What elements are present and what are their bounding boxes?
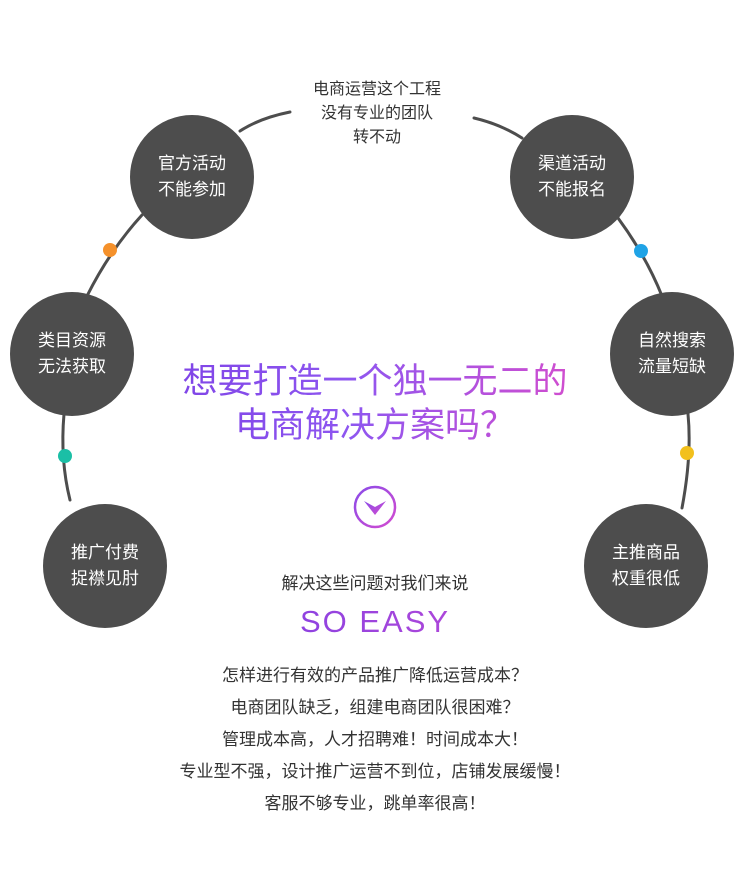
problem-item: 管理成本高，人才招聘难！时间成本大！ [222,730,528,750]
intro-text: 电商运营这个工程 没有专业的团队 转不动 [270,77,484,149]
problem-list: 怎样进行有效的产品推广降低运营成本？ 电商团队缺乏，组建电商团队很困难？ 管理成… [100,660,650,820]
blue-dot [634,244,648,258]
ring-arc-left-upper [85,213,144,298]
bubble-line: 推广付费 [71,543,139,563]
bubble-line: 权重很低 [612,569,680,589]
headline-line: 电商解决方案吗？ [234,406,515,446]
bubble-line: 自然搜索 [638,331,706,351]
bubble-line: 类目资源 [38,331,106,351]
orange-dot [103,243,117,257]
bubble-official-activity: 官方活动 不能参加 [130,115,254,239]
bubble-line: 渠道活动 [538,154,606,174]
problem-item: 怎样进行有效的产品推广降低运营成本？ [222,666,528,686]
bubble-line: 不能参加 [158,180,226,200]
headline: 想要打造一个独一无二的 电商解决方案吗？ [120,360,630,448]
problem-item: 专业型不强，设计推广运营不到位，店铺发展缓慢！ [179,762,571,782]
problem-item: 客服不够专业，跳单率很高！ [264,794,486,814]
subline: 解决这些问题对我们来说 [281,574,469,594]
bubble-line: 无法获取 [38,357,106,377]
headline-line: 想要打造一个独一无二的 [182,362,568,402]
chevron-down-circle-icon [353,485,397,529]
bubble-line: 官方活动 [158,154,226,174]
intro-line: 转不动 [352,127,401,146]
bubble-channel-activity: 渠道活动 不能报名 [510,115,634,239]
ring-arc-top-left [238,110,292,133]
teal-dot [58,449,72,463]
ring-arc-right-lower [680,412,691,510]
bubble-paid-promotion: 推广付费 捉襟见肘 [43,504,167,628]
intro-line: 电商运营这个工程 [312,79,441,98]
bubble-line: 不能报名 [538,180,606,200]
so-easy-text: SO EASY [200,604,550,640]
intro-line: 没有专业的团队 [320,103,433,122]
bubble-organic-search: 自然搜索 流量短缺 [610,292,734,416]
bubble-main-products: 主推商品 权重很低 [584,504,708,628]
problem-item: 电商团队缺乏，组建电商团队很困难？ [230,698,520,718]
bubble-line: 流量短缺 [638,357,706,377]
bubble-category-resources: 类目资源 无法获取 [10,292,134,416]
bubble-line: 主推商品 [612,543,680,563]
yellow-dot [680,446,694,460]
bubble-line: 捉襟见肘 [71,569,139,589]
ring-arc-top-right [472,116,524,140]
